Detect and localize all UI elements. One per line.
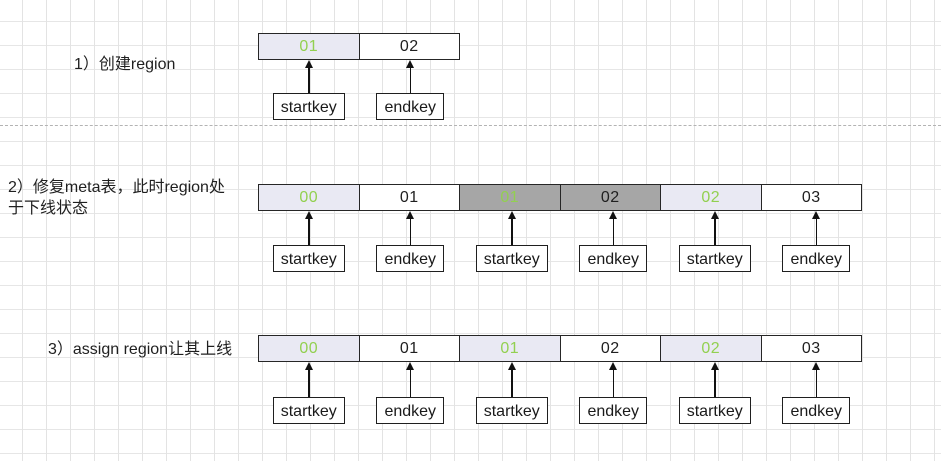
arrow-head <box>609 211 618 219</box>
pointer-slot: startkey <box>461 211 563 272</box>
region-cell: 01 <box>459 184 561 211</box>
startkey-box: startkey <box>272 245 345 272</box>
arrow-line <box>409 370 411 397</box>
endkey-box: endkey <box>376 397 445 424</box>
endkey-box: endkey <box>782 245 851 272</box>
region-cell: 02 <box>660 335 762 362</box>
arrow-line <box>308 219 310 245</box>
region-cell: 00 <box>258 335 360 362</box>
pointer-slot: endkey <box>360 60 462 120</box>
region-cell: 01 <box>358 335 460 362</box>
region-cell: 03 <box>760 184 862 211</box>
step-label: 3）assign region让其上线 <box>48 339 232 360</box>
arrow-line <box>612 219 614 245</box>
arrow-line <box>308 68 310 93</box>
arrow-up-icon <box>812 211 821 245</box>
pointer-slot: startkey <box>258 211 360 272</box>
arrow-line <box>815 370 817 397</box>
pointer-slot: endkey <box>360 362 462 424</box>
arrow-line <box>714 219 716 245</box>
arrow-up-icon <box>812 362 821 397</box>
pointer-slot: startkey <box>664 362 766 424</box>
arrow-head <box>304 60 313 68</box>
arrow-line <box>714 370 716 397</box>
endkey-box: endkey <box>376 245 445 272</box>
region-cell: 03 <box>760 335 862 362</box>
arrow-up-icon <box>609 362 618 397</box>
arrow-line <box>511 370 513 397</box>
arrow-up-icon <box>507 211 516 245</box>
section-divider <box>0 125 941 126</box>
pointer-slot: endkey <box>766 211 868 272</box>
arrow-head <box>507 211 516 219</box>
arrow-up-icon <box>304 211 313 245</box>
arrow-line <box>815 219 817 245</box>
arrow-head <box>812 211 821 219</box>
arrow-head <box>406 60 415 68</box>
arrow-head <box>609 362 618 370</box>
pointer-slot: startkey <box>258 362 360 424</box>
arrow-line <box>409 68 411 93</box>
step-label: 1）创建region <box>74 54 175 75</box>
arrow-head <box>710 362 719 370</box>
startkey-box: startkey <box>475 245 548 272</box>
region-cell: 02 <box>559 184 661 211</box>
endkey-box: endkey <box>579 245 648 272</box>
region-cell: 02 <box>660 184 762 211</box>
startkey-box: startkey <box>272 93 345 120</box>
arrow-head <box>812 362 821 370</box>
arrow-line <box>308 370 310 397</box>
endkey-box: endkey <box>782 397 851 424</box>
pointer-slot: endkey <box>360 211 462 272</box>
arrow-up-icon <box>304 60 313 93</box>
startkey-box: startkey <box>272 397 345 424</box>
endkey-box: endkey <box>579 397 648 424</box>
arrow-up-icon <box>406 60 415 93</box>
arrow-head <box>304 362 313 370</box>
arrow-head <box>507 362 516 370</box>
startkey-box: startkey <box>678 397 751 424</box>
arrow-up-icon <box>406 362 415 397</box>
startkey-box: startkey <box>475 397 548 424</box>
pointer-slot: endkey <box>766 362 868 424</box>
arrow-up-icon <box>609 211 618 245</box>
arrow-head <box>406 211 415 219</box>
arrow-line <box>409 219 411 245</box>
startkey-box: startkey <box>678 245 751 272</box>
region-cell: 01 <box>358 184 460 211</box>
arrow-up-icon <box>710 211 719 245</box>
arrow-head <box>710 211 719 219</box>
arrow-head <box>304 211 313 219</box>
pointer-slot: endkey <box>563 362 665 424</box>
step-label-line: 3）assign region让其上线 <box>48 341 233 358</box>
arrow-line <box>511 219 513 245</box>
region-cell: 02 <box>559 335 661 362</box>
step-label-line: 于下线状态 <box>8 200 89 217</box>
arrow-up-icon <box>507 362 516 397</box>
step-label-line: 2）修复meta表，此时region处 <box>8 179 225 196</box>
region-cell: 00 <box>258 184 360 211</box>
pointer-slot: startkey <box>664 211 766 272</box>
pointer-slot: endkey <box>563 211 665 272</box>
endkey-box: endkey <box>376 93 445 120</box>
step-label-line: 1）创建region <box>74 56 176 73</box>
region-cell: 02 <box>358 33 460 60</box>
region-cell: 01 <box>459 335 561 362</box>
arrow-up-icon <box>406 211 415 245</box>
pointer-slot: startkey <box>258 60 360 120</box>
arrow-head <box>406 362 415 370</box>
arrow-line <box>612 370 614 397</box>
arrow-up-icon <box>304 362 313 397</box>
arrow-up-icon <box>710 362 719 397</box>
pointer-slot: startkey <box>461 362 563 424</box>
region-cell: 01 <box>258 33 360 60</box>
step-label: 2）修复meta表，此时region处于下线状态 <box>8 177 225 219</box>
